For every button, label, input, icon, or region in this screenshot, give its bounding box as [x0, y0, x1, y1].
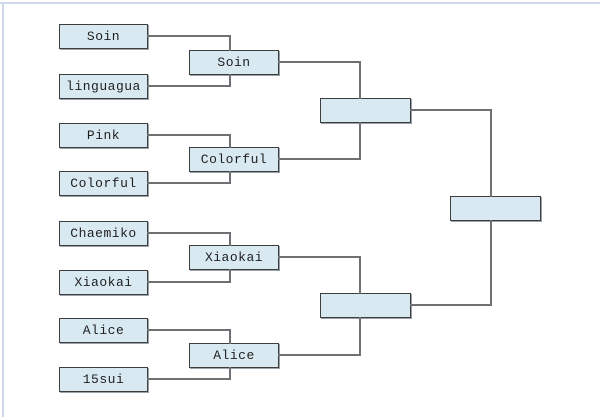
connector-line: [490, 220, 492, 306]
connector-line: [490, 109, 492, 197]
connector-line: [359, 256, 361, 294]
connector-line: [229, 171, 231, 184]
connector-line: [278, 256, 361, 258]
connector-line: [229, 269, 231, 283]
round1-box-alice[interactable]: Alice: [59, 318, 148, 343]
connector-line: [147, 232, 231, 234]
round1-box-15sui[interactable]: 15sui: [59, 367, 148, 392]
round1-box-chaemiko[interactable]: Chaemiko: [59, 221, 148, 246]
connector-line: [410, 109, 492, 111]
connector-line: [147, 281, 231, 283]
final-box[interactable]: [450, 196, 541, 221]
connector-line: [359, 122, 361, 160]
round1-box-xiaokai[interactable]: Xiaokai: [59, 270, 148, 295]
connector-line: [229, 232, 231, 246]
round1-box-colorful[interactable]: Colorful: [59, 171, 148, 196]
semifinal-box-bottom[interactable]: [320, 293, 411, 318]
connector-line: [147, 134, 231, 136]
round1-box-pink[interactable]: Pink: [59, 123, 148, 148]
frame-border-left: [2, 2, 4, 417]
connector-line: [278, 61, 361, 63]
round2-box-xiaokai[interactable]: Xiaokai: [189, 245, 279, 270]
connector-line: [359, 61, 361, 99]
connector-line: [147, 35, 231, 37]
connector-line: [229, 134, 231, 148]
round1-box-linguagua[interactable]: linguagua: [59, 74, 148, 99]
round2-box-soin[interactable]: Soin: [189, 50, 279, 75]
round2-box-colorful[interactable]: Colorful: [189, 147, 279, 172]
connector-line: [147, 85, 231, 87]
connector-line: [229, 74, 231, 87]
round1-box-soin[interactable]: Soin: [59, 24, 148, 49]
round2-box-alice[interactable]: Alice: [189, 343, 279, 368]
connector-line: [229, 329, 231, 344]
connector-line: [278, 354, 361, 356]
connector-line: [359, 317, 361, 356]
connector-line: [147, 329, 231, 331]
connector-line: [229, 367, 231, 380]
connector-line: [147, 378, 231, 380]
connector-line: [147, 182, 231, 184]
frame-border-top: [0, 2, 600, 4]
connector-line: [229, 35, 231, 51]
semifinal-box-top[interactable]: [320, 98, 411, 123]
connector-line: [410, 304, 492, 306]
connector-line: [278, 158, 361, 160]
